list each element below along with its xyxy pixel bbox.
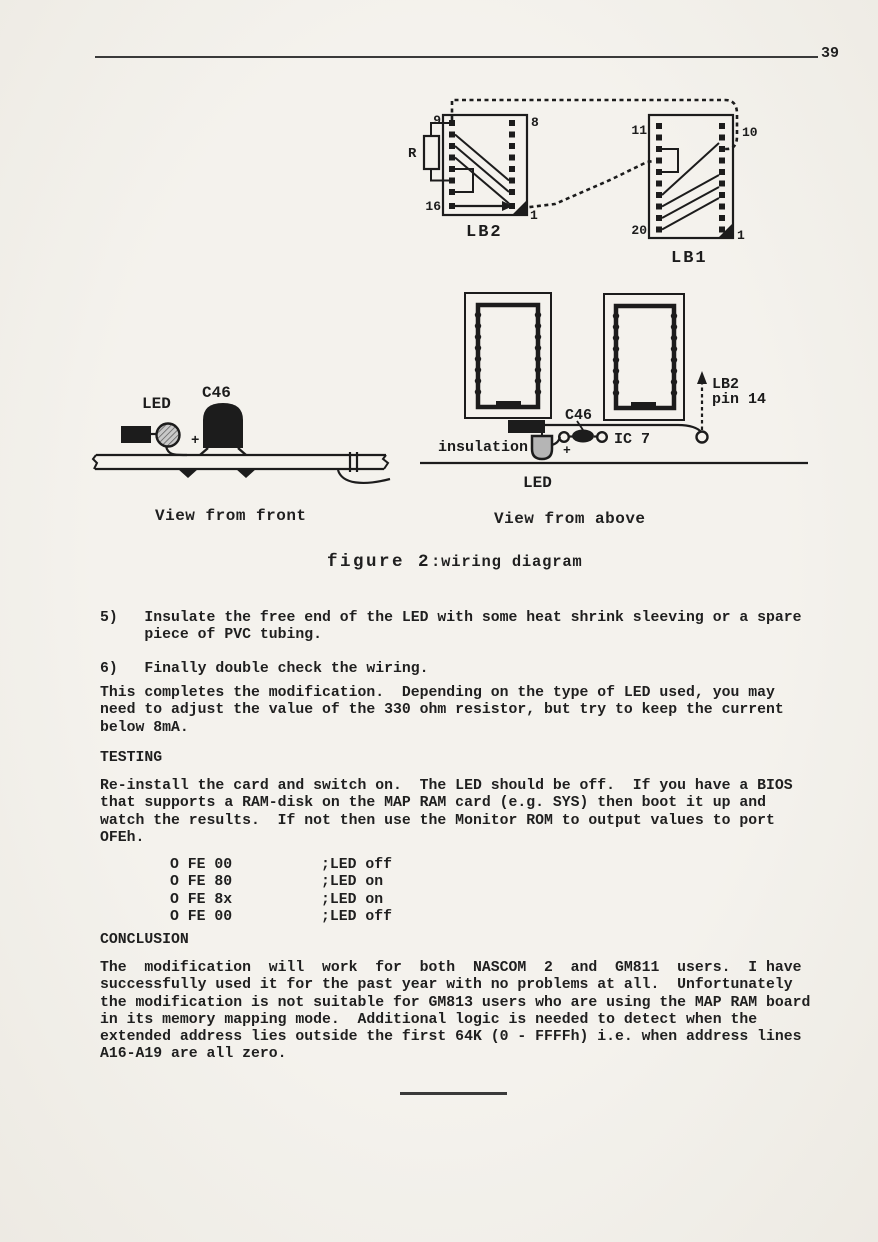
lb2-pin1-label: 1 bbox=[530, 208, 538, 223]
lb2-link-wires bbox=[454, 133, 510, 205]
c46-label-front: C46 bbox=[202, 384, 231, 402]
lb1-name-label: LB1 bbox=[671, 249, 708, 268]
insulation-sleeve-above bbox=[508, 420, 545, 433]
resistor-symbol bbox=[422, 122, 449, 182]
instruction-item-6: 6) Finally double check the wiring. bbox=[100, 661, 429, 677]
lb2-name-label: LB2 bbox=[466, 223, 503, 242]
solder-joint bbox=[236, 469, 256, 478]
lb2-pin1-corner-mark bbox=[512, 200, 527, 215]
figure-caption: figure 2:wiring diagram bbox=[327, 552, 583, 572]
lb1-pin1-label: 1 bbox=[737, 228, 745, 243]
c46-pointer-line bbox=[576, 420, 584, 431]
lb1-ic: 11 10 20 1 LB1 bbox=[631, 113, 758, 268]
plus-polarity-label-above: + bbox=[563, 443, 571, 458]
led-label-front: LED bbox=[142, 395, 171, 413]
lb2-ic: R 9 8 16 1 LB2 bbox=[408, 113, 539, 242]
lb1-outline bbox=[647, 113, 735, 240]
view-from-front-diagram: + LED C46 bbox=[91, 384, 391, 485]
above-view-caption: View from above bbox=[494, 510, 646, 528]
lb2-pin8-label: 8 bbox=[531, 115, 539, 130]
pin14-target-label: pin 14 bbox=[712, 391, 766, 408]
led-symbol-above bbox=[530, 434, 554, 461]
lb2-target-label: LB2 bbox=[712, 376, 739, 393]
figure-caption-number: figure 2 bbox=[327, 552, 432, 572]
view-from-above-diagram: C46 + IC 7 insulation LB2 pin 14 LED bbox=[420, 292, 808, 492]
lb1-link-wires bbox=[661, 142, 720, 231]
lb2-pin16-label: 16 bbox=[425, 199, 441, 214]
lb2-pins bbox=[449, 120, 515, 209]
lb1-pin1-corner-mark bbox=[718, 223, 733, 238]
board-hook bbox=[336, 469, 391, 485]
solder-joint bbox=[178, 469, 198, 478]
lb1-pin20-label: 20 bbox=[631, 223, 647, 238]
dashed-wire-middle bbox=[521, 159, 655, 210]
ic7-label: IC 7 bbox=[614, 431, 650, 448]
instruction-item-5: 5) Insulate the free end of the LED with… bbox=[100, 610, 802, 644]
lead-hole bbox=[557, 430, 570, 443]
paragraph-testing: Re-install the card and switch on. The L… bbox=[100, 778, 793, 846]
bottom-rule bbox=[400, 1092, 507, 1095]
paragraph-conclusion: The modification will work for both NASC… bbox=[100, 960, 811, 1063]
lb1-pins bbox=[656, 123, 725, 233]
conclusion-heading: CONCLUSION bbox=[100, 932, 189, 948]
insulation-sleeve-front bbox=[121, 426, 151, 443]
paragraph-completion: This completes the modification. Dependi… bbox=[100, 685, 784, 736]
dashed-wire-top bbox=[450, 98, 739, 151]
ic-socket-left bbox=[464, 292, 552, 419]
lb2-arrow-head bbox=[502, 201, 513, 211]
lb2-pin9-label: 9 bbox=[433, 113, 441, 128]
capacitor-symbol-above bbox=[572, 429, 594, 443]
top-rule bbox=[95, 56, 818, 58]
ic-socket-right bbox=[603, 293, 685, 421]
wiring-diagram-top: R 9 8 16 1 LB2 11 10 20 1 bbox=[408, 98, 758, 268]
insulation-label: insulation bbox=[438, 439, 528, 456]
lb1-pin10-label: 10 bbox=[742, 125, 758, 140]
ic7-hole bbox=[595, 430, 608, 443]
led-lead-wire bbox=[164, 445, 188, 457]
page-number: 39 bbox=[821, 45, 840, 62]
led-symbol-front bbox=[155, 422, 181, 448]
monitor-command-listing: O FE 00 ;LED off O FE 80 ;LED on O FE 8x… bbox=[170, 857, 392, 925]
figure-caption-title: :wiring diagram bbox=[431, 553, 583, 571]
wire-terminal-hole bbox=[695, 430, 709, 444]
front-view-caption: View from front bbox=[155, 507, 307, 525]
c46-label-above: C46 bbox=[565, 407, 592, 424]
plus-polarity-label: + bbox=[191, 433, 199, 449]
capacitor-symbol-front bbox=[203, 403, 243, 448]
board-edge-front bbox=[91, 452, 391, 485]
testing-heading: TESTING bbox=[100, 750, 163, 766]
lb2-outline bbox=[441, 113, 529, 217]
led-label-above: LED bbox=[523, 474, 552, 492]
lb1-pin11-label: 11 bbox=[631, 123, 647, 138]
pin14-pointer-arrowhead bbox=[697, 371, 707, 384]
resistor-label: R bbox=[408, 146, 417, 162]
